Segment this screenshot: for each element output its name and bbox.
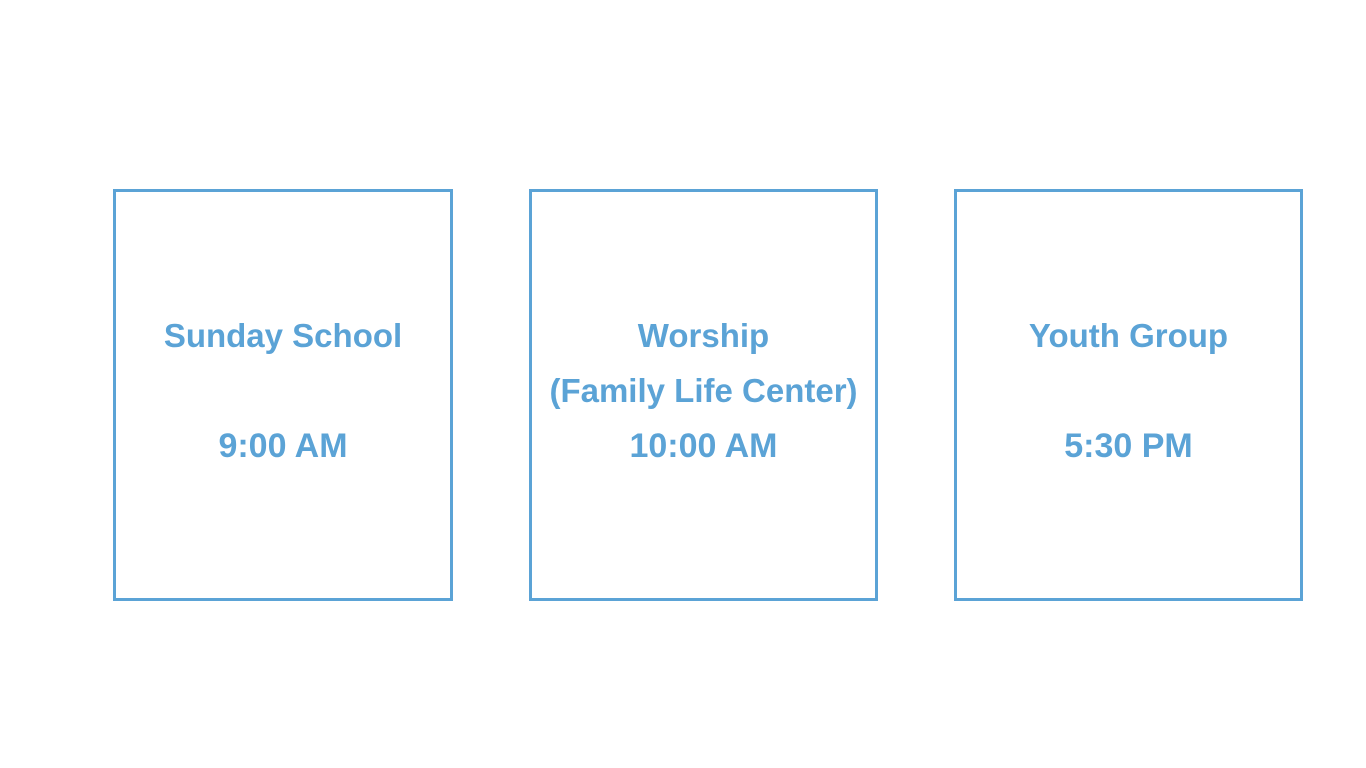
service-title-line: Sunday School xyxy=(163,317,403,354)
service-title-line: Youth Group xyxy=(1028,317,1229,354)
service-time: 10:00 AM xyxy=(629,427,778,465)
service-title: Sunday School xyxy=(116,308,450,363)
service-title: Youth Group xyxy=(957,308,1300,363)
service-card-youth-group: Youth Group 5:30 PM xyxy=(954,189,1303,601)
service-title: Worship (Family Life Center) xyxy=(532,308,875,418)
service-card-sunday-school: Sunday School 9:00 AM xyxy=(113,189,453,601)
service-card-worship: Worship (Family Life Center) 10:00 AM xyxy=(529,189,878,601)
service-title-line: Worship xyxy=(637,317,770,354)
service-time: 5:30 PM xyxy=(1064,427,1193,465)
service-subtitle-line: (Family Life Center) xyxy=(549,372,858,409)
service-time: 9:00 AM xyxy=(218,427,348,465)
